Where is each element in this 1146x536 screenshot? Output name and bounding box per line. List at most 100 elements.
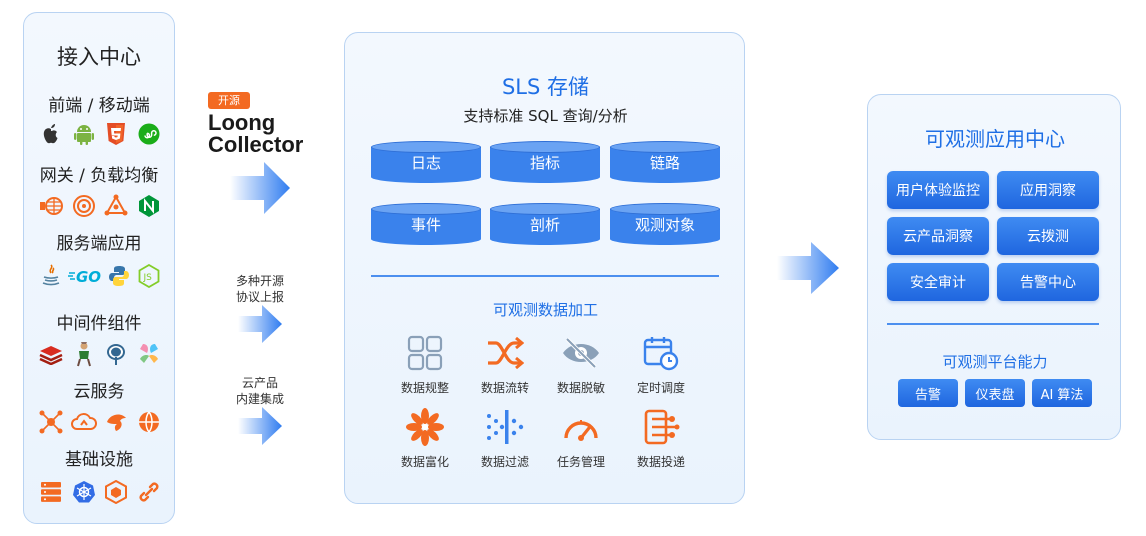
calendar-clock-icon (641, 333, 681, 373)
tomcat-icon (71, 341, 97, 367)
feature-masking[interactable]: 数据脱敏 (541, 333, 621, 396)
storage-label: 剖析 (529, 216, 560, 234)
storage-label: 日志 (410, 154, 441, 172)
load-balancer-icon (71, 193, 97, 219)
storage-events[interactable]: 事件 (371, 203, 481, 245)
feature-label: 任务管理 (556, 455, 605, 469)
svg-text:GO: GO (76, 268, 101, 284)
protocol-label: 多种开源 协议上报 (235, 274, 284, 304)
cloud-bird-icon (103, 409, 129, 435)
go-icon: GO (68, 263, 102, 289)
container-icon (103, 479, 129, 505)
nodejs-icon: JS (136, 263, 162, 289)
redis-icon (38, 341, 64, 367)
feature-label: 定时调度 (636, 381, 685, 395)
group-label-cloud: 云服务 (73, 382, 125, 402)
miniprogram-icon (136, 121, 162, 147)
icon-row-infra (38, 479, 162, 505)
cloud-data-icon (136, 409, 162, 435)
app-ux-monitor-button[interactable]: 用户体验监控 (887, 171, 989, 209)
loongcollector-logo: Loong Collector (208, 112, 303, 156)
server-icon (38, 479, 64, 505)
app-center-panel: 可观测应用中心 用户体验监控 应用洞察 云产品洞察 云拨测 安全审计 告警中心 … (867, 94, 1121, 440)
sls-subtitle: 支持标准 SQL 查询/分析 (463, 107, 628, 125)
feature-task[interactable]: 任务管理 (541, 407, 621, 470)
icon-row-frontend (38, 121, 162, 147)
filter-dots-icon (485, 407, 525, 447)
grid-icon (405, 333, 445, 373)
storage-traces[interactable]: 链路 (610, 141, 720, 183)
feature-shipping[interactable]: 数据投递 (621, 407, 701, 470)
sls-panel: SLS 存储 支持标准 SQL 查询/分析 日志 指标 链路 事件 剖析 观测对… (344, 32, 745, 504)
apple-icon (38, 121, 64, 147)
open-source-badge: 开源 (208, 92, 250, 109)
feature-flow[interactable]: 数据流转 (465, 333, 545, 396)
platform-dashboard-button[interactable]: 仪表盘 (965, 379, 1025, 407)
icon-row-cloud (38, 409, 162, 435)
gauge-icon (561, 407, 601, 447)
html5-icon (103, 121, 129, 147)
sls-title: SLS 存储 (501, 75, 590, 99)
cloud-probe-button[interactable]: 云拨测 (997, 217, 1099, 255)
python-icon (106, 263, 132, 289)
processing-title: 可观测数据加工 (492, 301, 598, 319)
group-label-middleware: 中间件组件 (56, 314, 142, 334)
kubernetes-icon (71, 479, 97, 505)
feature-filter[interactable]: 数据过滤 (465, 407, 545, 470)
group-label-frontend: 前端 / 移动端 (48, 96, 150, 116)
arrow-cloud-icon (238, 407, 282, 445)
gateway-icon (38, 193, 64, 219)
storage-label: 观测对象 (634, 216, 695, 234)
cloud-product-label: 云产品 内建集成 (235, 376, 284, 406)
platform-title: 可观测平台能力 (942, 353, 1048, 371)
platform-alert-button[interactable]: 告警 (898, 379, 958, 407)
feature-enrich[interactable]: 数据富化 (385, 407, 465, 470)
feature-label: 数据富化 (400, 455, 449, 469)
group-label-gateway: 网关 / 负载均衡 (39, 166, 159, 186)
cloud-sync-icon (70, 409, 97, 435)
link-icon (136, 479, 162, 505)
feature-label: 数据规整 (400, 381, 449, 395)
platform-ai-button[interactable]: AI 算法 (1032, 379, 1092, 407)
feature-normalize[interactable]: 数据规整 (385, 333, 465, 396)
access-center-title: 接入中心 (57, 45, 141, 69)
feature-scheduling[interactable]: 定时调度 (621, 333, 701, 396)
divider (887, 323, 1099, 325)
storage-label: 链路 (649, 154, 680, 172)
app-insight-button[interactable]: 应用洞察 (997, 171, 1099, 209)
app-center-title: 可观测应用中心 (925, 127, 1065, 151)
icon-row-server: GO JS (38, 263, 162, 289)
flower-icon (405, 407, 445, 447)
java-icon (38, 263, 64, 289)
nginx-icon (136, 193, 162, 219)
group-label-server: 服务端应用 (56, 234, 142, 254)
feature-label: 数据流转 (480, 381, 529, 395)
divider (371, 275, 719, 277)
security-audit-button[interactable]: 安全审计 (887, 263, 989, 301)
access-center-panel: 接入中心 前端 / 移动端 网关 / 负载均衡 服务端应用 GO JS 中间件组… (23, 12, 175, 524)
circuit-icon (641, 407, 681, 447)
feature-label: 数据投递 (636, 455, 685, 469)
feature-label: 数据过滤 (480, 455, 529, 469)
nexus-icon (103, 193, 129, 219)
arrow-output-icon (777, 242, 839, 294)
eye-off-icon (561, 333, 601, 373)
storage-profiling[interactable]: 剖析 (490, 203, 600, 245)
storage-logs[interactable]: 日志 (371, 141, 481, 183)
shuffle-icon (485, 333, 525, 373)
cloud-network-icon (38, 409, 64, 435)
postgresql-icon (103, 341, 129, 367)
storage-metrics[interactable]: 指标 (490, 141, 600, 183)
cloud-product-insight-button[interactable]: 云产品洞察 (887, 217, 989, 255)
feature-label: 数据脱敏 (556, 381, 605, 395)
alert-center-button[interactable]: 告警中心 (997, 263, 1099, 301)
group-label-infra: 基础设施 (65, 450, 133, 470)
logo-line-1: Loong (208, 110, 276, 135)
icon-row-middleware (38, 341, 162, 367)
svg-text:JS: JS (143, 273, 153, 283)
logo-line-2: Collector (208, 132, 304, 157)
kafka-icon (136, 341, 162, 367)
storage-label: 指标 (529, 154, 560, 172)
storage-entities[interactable]: 观测对象 (610, 203, 720, 245)
storage-label: 事件 (410, 216, 441, 234)
